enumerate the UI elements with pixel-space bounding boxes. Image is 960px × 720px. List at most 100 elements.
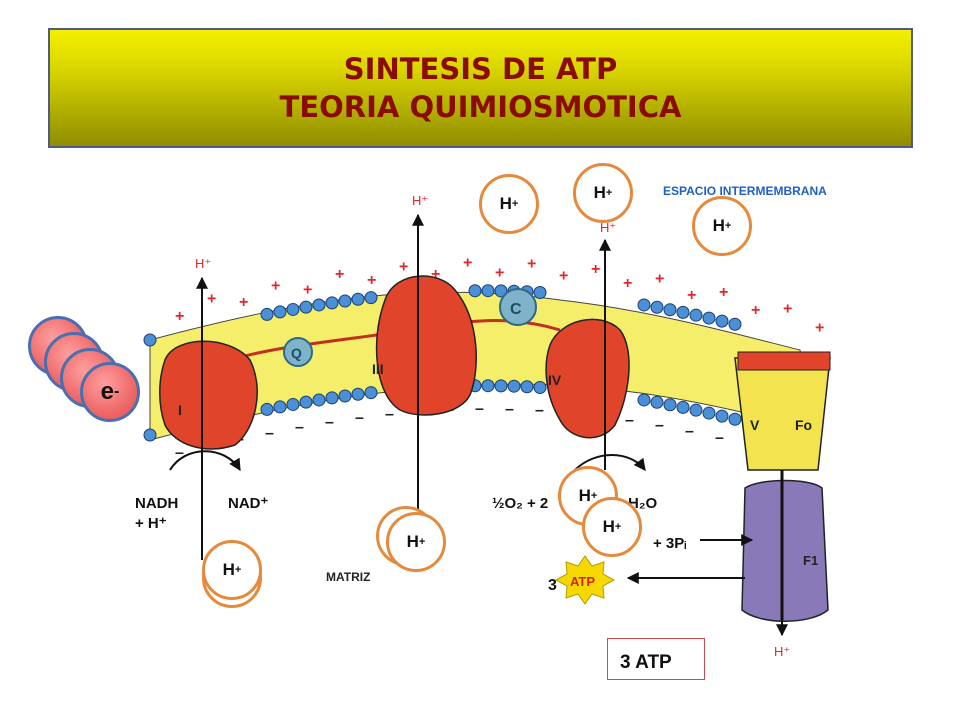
electron-bubble: e- [80,362,140,422]
plus-charge-sign: + [655,271,664,288]
proton-symbol: H [499,194,512,213]
lipid-head [312,393,326,407]
lipid-head [351,387,365,401]
complex-v-label: V [750,417,760,433]
minus-charge-sign: – [175,444,184,461]
matrix-label: MATRIZ [326,570,371,584]
lipid-heads-inner [143,379,742,442]
minus-charge-sign: – [325,414,334,431]
minus-charge-sign: – [295,419,304,436]
lipid-head [364,386,378,400]
complex-iii-label: III [372,361,384,377]
plus-charge-sign: + [559,268,568,285]
lipid-head [637,298,651,312]
proton-symbol: H [406,532,419,551]
plus-charge-sign: + [687,287,696,304]
lipid-head [260,307,274,321]
lipid-head [650,395,664,409]
minus-charge-sign: – [355,410,364,427]
lipid-head [533,380,547,394]
o2-curve-arrow [574,454,646,471]
lipid-head [715,314,729,328]
title-line-1: SINTESIS DE ATP [343,52,618,86]
proton-bubble: H+ [479,174,539,234]
lipid-head [663,303,677,317]
lipid-head [702,311,716,325]
proton-charge: + [418,536,426,548]
lipid-head [325,391,339,405]
minus-charge-sign: – [505,401,514,418]
h-arrow-label-iv: H⁺ [600,220,616,235]
atp-synthase-f1 [741,479,829,622]
lipid-head [689,308,703,322]
proton-bubble: H+ [692,196,752,256]
lipid-head [728,317,742,331]
plus-charge-sign: + [815,319,824,336]
plus-charge-sign: + [431,266,440,283]
phosphate-label: + 3Pᵢ [653,535,686,552]
atp-synthase-fo [734,357,831,471]
lipid-head [273,400,287,414]
lipid-head [468,284,482,298]
lipid-head [676,400,690,414]
nad-label: NAD⁺ [228,495,268,512]
proton-charge: + [234,564,242,576]
h-arrow-label-v: H⁺ [774,644,790,659]
lipid-head [520,380,534,394]
lipid-head [689,403,703,417]
ubiquinone-carrier [283,337,313,367]
atp-yield-box: 3 ATP [607,638,705,680]
plus-h-label: + H⁺ [135,515,167,532]
lipid-head [702,406,716,420]
plus-charge-sign: + [719,284,728,301]
plus-charge-sign: + [207,291,216,308]
lipid-head [351,292,365,306]
plus-charge-sign: + [303,281,312,298]
fo-label: Fo [795,417,812,433]
proton-charge: + [511,198,519,210]
plus-charge-sign: + [239,294,248,311]
intermembrane-space-label: ESPACIO INTERMEMBRANA [663,184,827,198]
electron-symbol: e [100,378,115,405]
lipid-head [533,285,547,299]
lipid-head [507,379,521,393]
lipid-head [494,379,508,393]
title-banner: SINTESIS DE ATP TEORIA QUIMIOSMOTICA [48,28,913,148]
proton-symbol: H [222,560,235,579]
proton-symbol: H [578,486,591,505]
complex-iv [545,318,630,439]
proton-charge: + [590,490,598,502]
minus-charge-sign: – [385,406,394,423]
nadh-label: NADH [135,495,178,512]
lipid-head [143,333,157,347]
nadh-curve-arrow [169,450,241,472]
plus-charge-sign: + [367,272,376,289]
ubiquinone-label: Q [291,345,302,361]
proton-charge: + [614,521,622,533]
minus-charge-sign: – [685,423,694,440]
proton-charge: + [724,220,732,232]
lipid-head [299,300,313,314]
lipid-head [338,389,352,403]
lipid-head [715,409,729,423]
minus-charge-sign: – [265,425,274,442]
complex-i-label: I [178,402,182,418]
h-arrow-label-i: H⁺ [195,256,211,271]
plus-charge-sign: + [783,300,792,317]
lipid-head [728,412,742,426]
lipid-head [494,284,508,298]
plus-charge-sign: + [623,275,632,292]
plus-charge-sign: + [335,266,344,283]
lipid-head [143,428,157,442]
proton-bubble: H+ [386,512,446,572]
proton-symbol: H [593,183,606,202]
lipid-head [299,395,313,409]
lipid-head [325,296,339,310]
plus-charge-sign: + [175,308,184,325]
lipid-head [286,302,300,316]
plus-charge-sign: + [271,277,280,294]
plus-charge-sign: + [591,261,600,278]
plus-charge-sign: + [527,255,536,272]
lipid-head [637,393,651,407]
